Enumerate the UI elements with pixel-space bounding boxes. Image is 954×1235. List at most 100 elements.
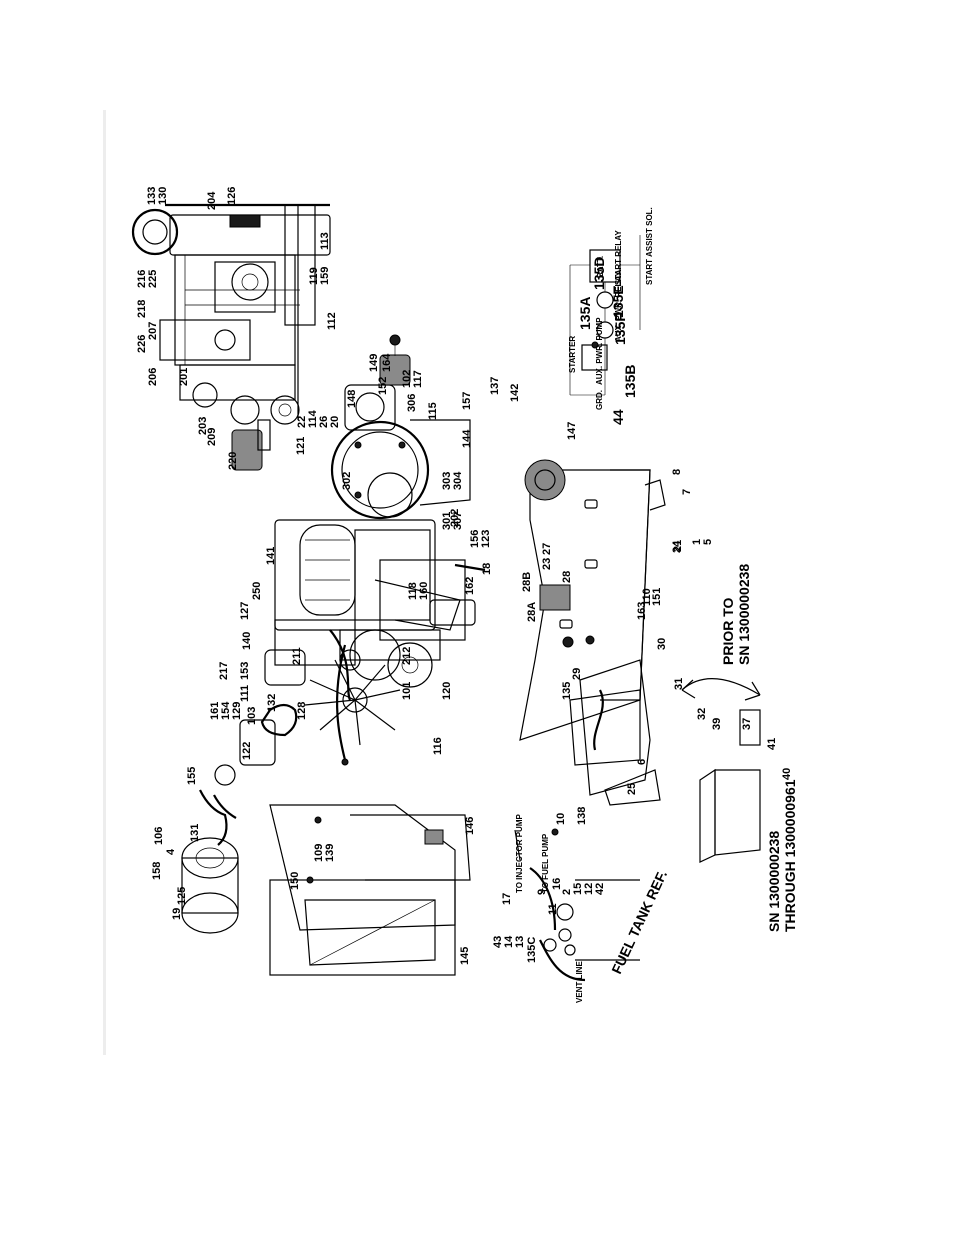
callout-label: 123: [480, 530, 492, 548]
callout-label: 133: [146, 187, 158, 205]
callout-label: 37: [741, 718, 753, 730]
callout-label: 142: [509, 384, 521, 402]
callout-label: 7: [681, 489, 693, 495]
note-prior-to: PRIOR TO: [720, 597, 736, 665]
fan-assembly-drawing: [304, 644, 401, 766]
callout-label: 5: [702, 539, 714, 545]
callout-label: 13: [514, 936, 526, 948]
callout-label: 135F: [612, 313, 628, 345]
callout-label: 101: [401, 682, 413, 700]
callout-label: 122: [241, 742, 253, 760]
note-prior-sn: SN 1300000238: [736, 564, 752, 665]
callout-label: 211: [291, 647, 303, 665]
schematic-labels: STARTER BATT. START RELAY AUX. PWR. RELA…: [568, 207, 654, 410]
schematic-aux-pump-label: AUX. PWR. PUMP: [595, 317, 604, 385]
flywheel-housing-drawing: [330, 419, 471, 520]
callout-label: 127: [239, 602, 251, 620]
callout-label: 9: [536, 889, 548, 895]
callout-label: 32: [696, 708, 708, 720]
callout-label: 135: [561, 682, 573, 700]
callout-label: 306: [406, 394, 418, 412]
callout-label: 128: [296, 702, 308, 720]
callout-label: 140: [241, 632, 253, 650]
note-vent-line: VENT LINE: [575, 961, 584, 1003]
schematic-starter-label: STARTER: [568, 336, 577, 373]
callout-label: 39: [711, 718, 723, 730]
callout-label: 135C: [526, 937, 538, 963]
callout-label: 10: [555, 813, 567, 825]
callout-label: 131: [189, 824, 201, 842]
callout-label: 148: [346, 390, 358, 408]
callout-label: 161: [209, 702, 221, 720]
note-injector-pump: TO INJECTOR PUMP: [515, 814, 524, 893]
callout-label: 109: [313, 844, 325, 862]
callout-label: 151: [651, 588, 663, 606]
callout-label: 141: [265, 547, 277, 565]
callout-label: 4: [165, 848, 177, 855]
callout-label: 304: [452, 471, 464, 490]
callout-label: 18: [481, 563, 493, 575]
callout-label: 154: [220, 701, 232, 720]
callout-label: 121: [295, 437, 307, 455]
callout-label: 103: [246, 707, 258, 725]
callout-label: 102: [401, 370, 413, 388]
callout-label: 207: [147, 322, 159, 340]
hydraulic-pump-drawing: [344, 334, 411, 431]
callout-label: 2: [561, 889, 573, 895]
callout-label: 120: [441, 682, 453, 700]
note-range-sn: SN 1300000238: [766, 831, 782, 932]
callout-label: 119: [308, 267, 320, 285]
callout-label: 26: [318, 416, 330, 428]
callout-label: 17: [501, 893, 513, 905]
callout-label: 28: [561, 571, 573, 583]
callout-label: 130: [157, 187, 169, 205]
callout-label: 164: [381, 353, 393, 372]
callout-label: 16: [551, 878, 563, 890]
wiring-schematic: [569, 235, 641, 396]
callout-label: 135A: [577, 297, 593, 330]
callout-label: 135B: [622, 365, 638, 398]
callout-label: 138: [576, 807, 588, 825]
callout-label: 1: [691, 539, 703, 545]
callout-label: 157: [461, 392, 473, 410]
callout-label: 139: [324, 844, 336, 862]
callout-label: 153: [239, 662, 251, 680]
schematic-start-relay-label: START RELAY: [614, 230, 623, 285]
callout-label: 12: [583, 883, 595, 895]
engine-block-drawing: [274, 519, 486, 701]
accessory-drive-drawing: [131, 203, 331, 471]
callout-label: 19: [171, 908, 183, 920]
callout-label: 24: [671, 540, 683, 553]
callout-label: 112: [326, 312, 338, 330]
callout-label: 6: [636, 759, 648, 765]
callout-label: 152: [377, 377, 389, 395]
callout-label: 159: [319, 267, 331, 285]
callout-label: 41: [766, 738, 778, 750]
callout-label: 28A: [526, 602, 538, 622]
callout-label: 14: [503, 935, 515, 948]
callout-label: 147: [566, 422, 578, 440]
callout-label: 226: [136, 335, 148, 353]
callout-label: 144: [461, 429, 473, 448]
callout-label: 129: [231, 702, 243, 720]
callout-label: 206: [147, 368, 159, 386]
callout-label: 42: [594, 883, 606, 895]
schematic-batt-label: BATT.: [596, 256, 605, 278]
callout-label: 126: [226, 187, 238, 205]
callout-label: 22: [296, 416, 308, 428]
callout-label: 145: [459, 947, 471, 965]
callout-label: 201: [178, 368, 190, 386]
callout-label: 15: [572, 883, 584, 895]
callout-label: 303: [441, 472, 453, 490]
callout-label: 106: [153, 827, 165, 845]
callout-label: 216: [136, 270, 148, 288]
callout-label: 163: [636, 602, 648, 620]
callout-label: 115: [427, 402, 439, 420]
callout-label: 21: [672, 540, 684, 552]
callout-label: 132: [266, 694, 278, 712]
callout-label: 225: [147, 270, 159, 288]
callout-label: 202: [449, 509, 461, 527]
callout-label: 113: [319, 232, 331, 250]
